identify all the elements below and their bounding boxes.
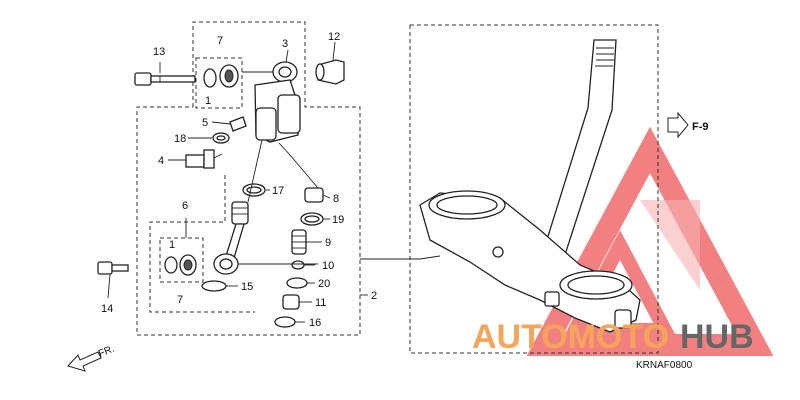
leader-lines — [107, 41, 441, 323]
seal-bearing-bottom — [164, 254, 197, 276]
front-arrow: FR. — [67, 344, 116, 372]
part-label-7-bottom: 7 — [177, 294, 183, 306]
part-label-17: 17 — [272, 185, 284, 197]
watermark-text: AUTOMOTO HUB — [472, 318, 754, 356]
part-label-19: 19 — [332, 214, 344, 226]
part-label-1-top: 1 — [205, 95, 211, 107]
part-label-5: 5 — [202, 117, 208, 129]
cap-part-12 — [315, 59, 345, 85]
part-label-15: 15 — [241, 281, 253, 293]
group-boxes — [136, 21, 659, 354]
part-label-3: 3 — [282, 38, 288, 50]
front-label: FR. — [97, 344, 116, 360]
damper-body-part-3 — [254, 61, 301, 143]
bolt-part-14 — [97, 261, 129, 275]
part-label-6: 6 — [182, 200, 188, 212]
part-label-7-top: 7 — [217, 35, 223, 47]
part-label-1-bottom: 1 — [169, 239, 175, 251]
part-label-11: 11 — [315, 297, 326, 309]
part-label-20: 20 — [318, 278, 330, 290]
part-label-9: 9 — [325, 237, 331, 249]
part-label-2: 2 — [371, 290, 377, 302]
part-label-13: 13 — [153, 46, 165, 58]
watermark-text-part2: HUB — [680, 318, 754, 356]
part-label-4: 4 — [158, 155, 164, 167]
small-parts-left — [185, 116, 247, 169]
part-label-12: 12 — [328, 31, 340, 43]
part-label-16: 16 — [309, 317, 321, 329]
part-label-10: 10 — [322, 260, 334, 272]
seal-bearing-top — [203, 64, 239, 88]
part-label-14: 14 — [101, 303, 113, 315]
bolt-part-13 — [134, 72, 196, 86]
watermark-text-part1: AUTOMOTO — [472, 318, 669, 356]
reference-arrow: F-9 — [667, 111, 709, 139]
steering-stem-part-2 — [419, 39, 641, 333]
part-number-labels: 13 7 1 3 12 5 18 4 17 8 19 6 9 10 20 11 … — [101, 31, 377, 329]
part-label-18: 18 — [174, 133, 186, 145]
valve-parts-column — [242, 183, 324, 328]
figure-code: KRNAF0800 — [636, 360, 693, 371]
shaft-assembly-part-6 — [201, 201, 249, 292]
part-label-8: 8 — [333, 193, 339, 205]
reference-label: F-9 — [692, 121, 709, 133]
